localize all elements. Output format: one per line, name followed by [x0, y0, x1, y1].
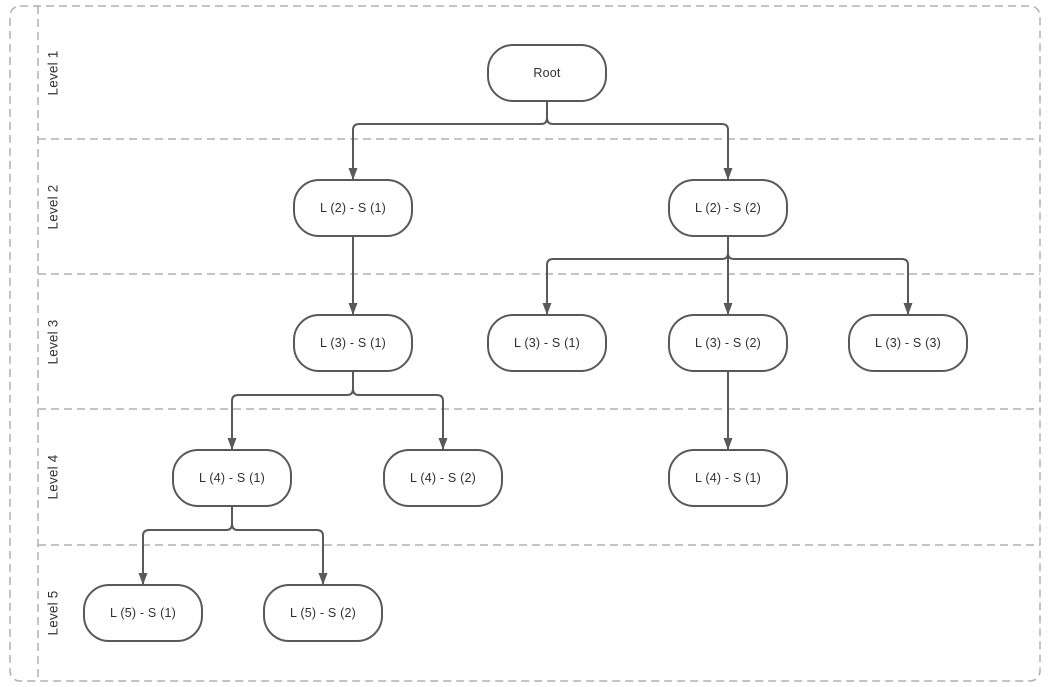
- lane-label-level-2: Level 2: [45, 184, 61, 229]
- lane-label-level-5: Level 5: [45, 590, 61, 636]
- node-l3-s1b[interactable]: L (3) - S (1): [487, 314, 607, 372]
- node-label: Root: [533, 66, 561, 80]
- node-l5-s2[interactable]: L (5) - S (2): [263, 584, 383, 642]
- node-l3-s1a[interactable]: L (3) - S (1): [293, 314, 413, 372]
- edge-root-to-l2-s1: [348, 102, 548, 180]
- swimlane-frame: [9, 5, 1041, 682]
- lane-label-level-3: Level 3: [45, 319, 61, 364]
- lane-label-level-1: Level 1: [45, 50, 61, 95]
- node-l3-s2[interactable]: L (3) - S (2): [668, 314, 788, 372]
- node-label: L (2) - S (2): [694, 201, 762, 215]
- node-l5-s1[interactable]: L (5) - S (1): [83, 584, 203, 642]
- node-l3-s3[interactable]: L (3) - S (3): [848, 314, 968, 372]
- node-l2-s1[interactable]: L (2) - S (1): [293, 179, 413, 237]
- node-label: L (3) - S (2): [694, 336, 762, 350]
- node-label: L (3) - S (1): [513, 336, 581, 350]
- edge-l2-s2-to-l3-s3: [727, 237, 913, 315]
- lane-label-level-4: Level 4: [45, 454, 61, 500]
- edge-l2-s2-to-l3-s1b: [542, 237, 729, 315]
- node-l2-s2[interactable]: L (2) - S (2): [668, 179, 788, 237]
- node-label: L (2) - S (1): [319, 201, 387, 215]
- node-l4-s1b[interactable]: L (4) - S (1): [668, 449, 788, 507]
- edge-l3-s1a-to-l4-s2: [352, 372, 448, 450]
- edge-root-to-l2-s2: [546, 102, 733, 180]
- node-label: L (4) - S (1): [198, 471, 266, 485]
- node-label: L (4) - S (2): [409, 471, 477, 485]
- node-label: L (4) - S (1): [694, 471, 762, 485]
- node-label: L (3) - S (3): [874, 336, 942, 350]
- node-l4-s2[interactable]: L (4) - S (2): [383, 449, 503, 507]
- node-label: L (3) - S (1): [319, 336, 387, 350]
- edge-l3-s1a-to-l4-s1a: [227, 372, 354, 450]
- node-label: L (5) - S (2): [289, 606, 357, 620]
- node-l4-s1a[interactable]: L (4) - S (1): [172, 449, 292, 507]
- edge-l4-s1a-to-l5-s2: [231, 507, 328, 585]
- node-root[interactable]: Root: [487, 44, 607, 102]
- node-label: L (5) - S (1): [109, 606, 177, 620]
